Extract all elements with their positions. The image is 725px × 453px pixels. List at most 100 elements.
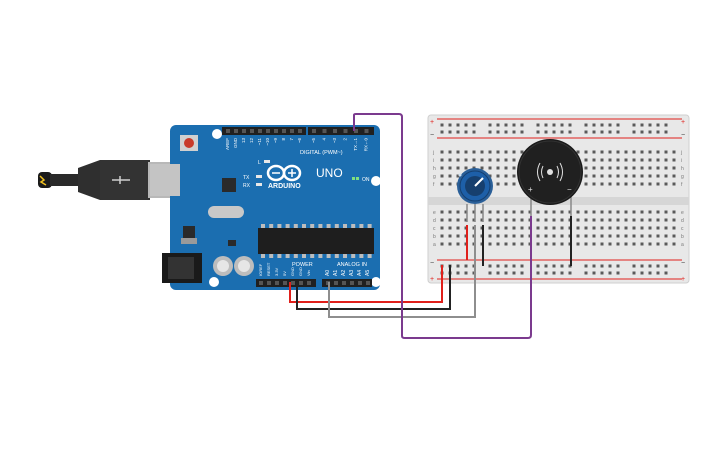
breadboard-hole[interactable]: [616, 174, 620, 178]
power-pin-hole[interactable]: [291, 281, 295, 285]
breadboard-hole[interactable]: [616, 158, 620, 162]
breadboard-hole[interactable]: [552, 242, 556, 246]
breadboard-hole[interactable]: [512, 150, 516, 154]
breadboard-hole[interactable]: [672, 234, 676, 238]
breadboard-hole[interactable]: [488, 210, 492, 214]
breadboard-hole[interactable]: [456, 271, 460, 275]
breadboard-hole[interactable]: [512, 271, 516, 275]
breadboard-hole[interactable]: [616, 130, 620, 134]
breadboard-hole[interactable]: [552, 271, 556, 275]
breadboard-hole[interactable]: [520, 264, 524, 268]
breadboard-hole[interactable]: [584, 130, 588, 134]
breadboard-hole[interactable]: [616, 150, 620, 154]
breadboard-hole[interactable]: [648, 182, 652, 186]
breadboard-hole[interactable]: [504, 182, 508, 186]
breadboard-hole[interactable]: [664, 150, 668, 154]
breadboard-hole[interactable]: [632, 271, 636, 275]
breadboard-hole[interactable]: [496, 174, 500, 178]
breadboard-hole[interactable]: [544, 234, 548, 238]
breadboard-hole[interactable]: [544, 271, 548, 275]
breadboard-hole[interactable]: [584, 242, 588, 246]
breadboard-hole[interactable]: [592, 123, 596, 127]
breadboard-hole[interactable]: [640, 174, 644, 178]
breadboard-hole[interactable]: [472, 218, 476, 222]
breadboard-hole[interactable]: [448, 123, 452, 127]
breadboard-hole[interactable]: [592, 182, 596, 186]
breadboard-hole[interactable]: [672, 226, 676, 230]
breadboard-hole[interactable]: [472, 150, 476, 154]
breadboard-hole[interactable]: [656, 264, 660, 268]
breadboard-hole[interactable]: [584, 210, 588, 214]
breadboard-hole[interactable]: [488, 166, 492, 170]
breadboard-hole[interactable]: [584, 182, 588, 186]
breadboard-hole[interactable]: [648, 123, 652, 127]
breadboard-hole[interactable]: [456, 226, 460, 230]
breadboard-hole[interactable]: [512, 123, 516, 127]
breadboard-hole[interactable]: [440, 226, 444, 230]
breadboard-hole[interactable]: [648, 264, 652, 268]
breadboard-hole[interactable]: [448, 150, 452, 154]
breadboard-hole[interactable]: [608, 130, 612, 134]
breadboard-hole[interactable]: [672, 150, 676, 154]
breadboard-hole[interactable]: [440, 123, 444, 127]
breadboard-hole[interactable]: [640, 123, 644, 127]
breadboard-hole[interactable]: [440, 130, 444, 134]
breadboard-hole[interactable]: [616, 182, 620, 186]
breadboard-hole[interactable]: [560, 226, 564, 230]
breadboard-hole[interactable]: [440, 234, 444, 238]
breadboard-hole[interactable]: [552, 234, 556, 238]
breadboard-hole[interactable]: [616, 218, 620, 222]
breadboard-hole[interactable]: [656, 150, 660, 154]
breadboard-hole[interactable]: [440, 210, 444, 214]
breadboard-hole[interactable]: [656, 182, 660, 186]
breadboard-hole[interactable]: [600, 210, 604, 214]
breadboard-hole[interactable]: [560, 210, 564, 214]
breadboard-hole[interactable]: [504, 271, 508, 275]
breadboard-hole[interactable]: [584, 264, 588, 268]
breadboard-hole[interactable]: [448, 210, 452, 214]
breadboard-hole[interactable]: [656, 166, 660, 170]
breadboard-hole[interactable]: [640, 242, 644, 246]
breadboard-hole[interactable]: [608, 226, 612, 230]
breadboard-hole[interactable]: [512, 182, 516, 186]
breadboard-hole[interactable]: [456, 264, 460, 268]
breadboard-hole[interactable]: [600, 271, 604, 275]
breadboard-hole[interactable]: [552, 210, 556, 214]
breadboard-hole[interactable]: [520, 271, 524, 275]
breadboard-hole[interactable]: [672, 182, 676, 186]
power-pin-hole[interactable]: [275, 281, 279, 285]
breadboard-hole[interactable]: [640, 264, 644, 268]
breadboard-hole[interactable]: [560, 242, 564, 246]
breadboard-hole[interactable]: [632, 166, 636, 170]
breadboard-hole[interactable]: [664, 234, 668, 238]
breadboard-hole[interactable]: [440, 218, 444, 222]
breadboard-hole[interactable]: [576, 218, 580, 222]
breadboard-hole[interactable]: [448, 182, 452, 186]
digital-pin-hole[interactable]: [226, 129, 230, 133]
breadboard-hole[interactable]: [640, 210, 644, 214]
breadboard-hole[interactable]: [592, 234, 596, 238]
breadboard-hole[interactable]: [480, 150, 484, 154]
power-pin-hole[interactable]: [299, 281, 303, 285]
breadboard-hole[interactable]: [536, 130, 540, 134]
analog-pin-hole[interactable]: [350, 281, 354, 285]
breadboard-hole[interactable]: [600, 158, 604, 162]
breadboard-hole[interactable]: [608, 242, 612, 246]
breadboard-hole[interactable]: [624, 150, 628, 154]
breadboard-hole[interactable]: [592, 210, 596, 214]
breadboard-hole[interactable]: [464, 218, 468, 222]
breadboard-hole[interactable]: [632, 234, 636, 238]
breadboard-hole[interactable]: [480, 218, 484, 222]
breadboard-hole[interactable]: [632, 182, 636, 186]
breadboard-hole[interactable]: [448, 130, 452, 134]
breadboard-hole[interactable]: [528, 210, 532, 214]
breadboard-hole[interactable]: [640, 158, 644, 162]
breadboard-hole[interactable]: [576, 234, 580, 238]
breadboard-hole[interactable]: [448, 218, 452, 222]
breadboard-hole[interactable]: [464, 210, 468, 214]
breadboard-hole[interactable]: [456, 210, 460, 214]
breadboard-hole[interactable]: [560, 264, 564, 268]
breadboard-hole[interactable]: [480, 166, 484, 170]
breadboard-hole[interactable]: [536, 218, 540, 222]
